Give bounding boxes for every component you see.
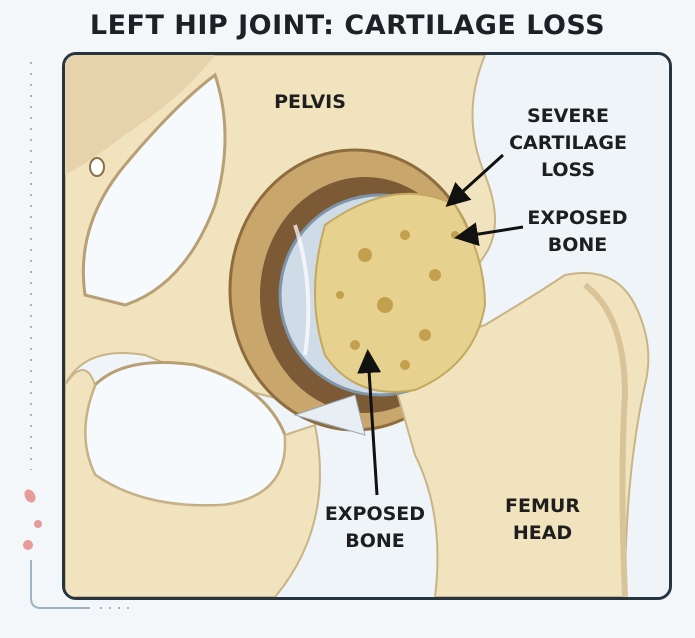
label-pelvis: PELVIS [274,91,346,113]
label-line: EXPOSED [324,503,426,525]
label-line: FEMUR [505,495,580,517]
label-line: BONE [547,234,608,256]
label-line: LOSS [540,159,596,181]
hip-joint-illustration [65,55,669,597]
pelvis-opening-upper [81,72,227,307]
label-line: CARTILAGE [509,132,627,154]
label-line: HEAD [512,522,573,544]
label-exposed-bone-right: EXPOSED BONE [515,205,640,259]
decorative-dotted-line [23,62,130,609]
label-exposed-bone-bottom: EXPOSED BONE [315,501,435,555]
label-line: BONE [345,530,405,552]
illustration-frame: PELVIS SEVERE CARTILAGE LOSS EXPOSED BON… [62,52,672,600]
label-severe-cartilage-loss: SEVERE CARTILAGE LOSS [503,103,633,184]
diagram-title: LEFT HIP JOINT: CARTILAGE LOSS [89,10,606,41]
label-line: SEVERE [527,105,609,127]
label-femur-head: FEMUR HEAD [485,493,600,547]
label-line: EXPOSED [527,207,628,229]
